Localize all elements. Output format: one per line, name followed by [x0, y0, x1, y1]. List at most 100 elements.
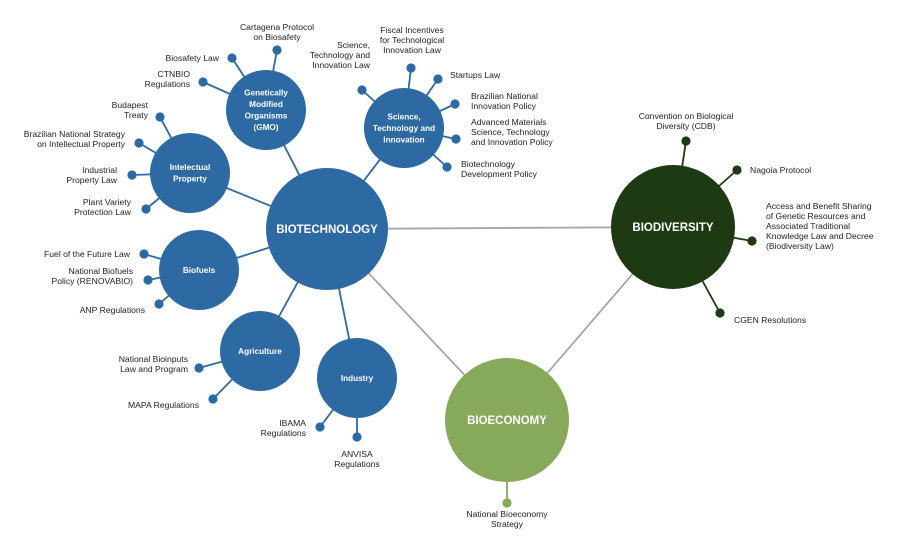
- hub-node-biotechnology[interactable]: [266, 168, 388, 290]
- item-label-convention-on-biological-diversity-cdb-line: Diversity (CDB): [656, 121, 715, 131]
- item-label-budapest-treaty-line: Budapest: [112, 100, 149, 110]
- item-dot-industrial-property-law[interactable]: [127, 170, 137, 180]
- item-dot-advanced-materials-science-technology-and-innovation-policy[interactable]: [451, 134, 461, 144]
- item-dot-national-biofuels-policy-renovabio[interactable]: [143, 275, 153, 285]
- item-label-access-and-benefit-sharing-of-genetic-resources-and-associated-traditional-knowledge-law-and-decree-biodiversity-law-line: (Biodiversity Law): [766, 241, 834, 251]
- item-dot-biotechnology-development-policy[interactable]: [442, 162, 452, 172]
- hub-label-biotechnology-line: BIOTECHNOLOGY: [276, 224, 378, 236]
- item-dot-nagoia-protocol[interactable]: [732, 165, 742, 175]
- item-dot-budapest-treaty[interactable]: [155, 112, 165, 122]
- item-label-nagoia-protocol: Nagoia Protocol: [750, 165, 811, 175]
- item-label-mapa-regulations: MAPA Regulations: [128, 400, 199, 410]
- branch-label-industry: Industry: [341, 374, 374, 383]
- item-dot-startups-law[interactable]: [433, 74, 443, 84]
- hub-node-bioeconomy[interactable]: [445, 358, 569, 482]
- item-label-national-bioeconomy-strategy-line: Strategy: [491, 519, 524, 529]
- branch-label-sti-line: Science,: [387, 112, 420, 121]
- item-label-national-biofuels-policy-renovabio-line: Policy (RENOVABIO): [52, 276, 134, 286]
- item-label-access-and-benefit-sharing-of-genetic-resources-and-associated-traditional-knowledge-law-and-decree-biodiversity-law-line: Access and Benefit Sharing: [766, 201, 872, 211]
- branch-node-industry[interactable]: [317, 338, 397, 418]
- item-dot-national-bioeconomy-strategy[interactable]: [502, 498, 512, 508]
- item-label-ctnbio-regulations-line: CTNBIO: [158, 69, 191, 79]
- item-label-biosafety-law-line: Biosafety Law: [165, 53, 219, 63]
- item-label-ibama-regulations-line: Regulations: [261, 428, 306, 438]
- item-label-cartagena-protocol-on-biosafety-line: on Biosafety: [253, 32, 301, 42]
- branch-label-biofuels: Biofuels: [183, 266, 216, 275]
- item-dot-plant-variety-protection-law[interactable]: [141, 204, 151, 214]
- item-label-convention-on-biological-diversity-cdb-line: Convention on Biological: [639, 111, 734, 121]
- branch-node-gmo[interactable]: [226, 70, 306, 150]
- item-label-advanced-materials-science-technology-and-innovation-policy-line: and Innovation Policy: [471, 137, 553, 147]
- hub-label-bioeconomy: BIOECONOMY: [467, 415, 547, 427]
- item-dot-access-and-benefit-sharing-of-genetic-resources-and-associated-traditional-knowledge-law-and-decree-biodiversity-law[interactable]: [747, 236, 757, 246]
- item-label-fiscal-incentives-for-technological-innovation-law-line: for Technological: [380, 35, 444, 45]
- item-dot-anp-regulations[interactable]: [154, 299, 164, 309]
- item-label-cgen-resolutions: CGEN Resolutions: [734, 315, 806, 325]
- branch-label-agriculture-line: Agriculture: [238, 347, 282, 356]
- branch-node-biofuels[interactable]: [159, 230, 239, 310]
- item-label-ctnbio-regulations-line: Regulations: [145, 79, 190, 89]
- item-dot-fuel-of-the-future-law[interactable]: [139, 249, 149, 259]
- item-label-advanced-materials-science-technology-and-innovation-policy-line: Advanced Materials: [471, 117, 546, 127]
- item-label-science-technology-and-innovation-law-line: Science,: [337, 40, 370, 50]
- item-dot-anvisa-regulations[interactable]: [352, 432, 362, 442]
- branch-label-gmo-line: Modified: [249, 100, 283, 109]
- item-dot-brazilian-national-innovation-policy[interactable]: [450, 99, 460, 109]
- branch-label-ip-line: Intelectual: [170, 163, 211, 172]
- item-dot-science-technology-and-innovation-law[interactable]: [357, 85, 367, 95]
- item-label-brazilian-national-strategy-on-intellectual-property-line: Brazilian National Strategy: [24, 129, 126, 139]
- item-dot-brazilian-national-strategy-on-intellectual-property[interactable]: [134, 138, 144, 148]
- item-label-access-and-benefit-sharing-of-genetic-resources-and-associated-traditional-knowledge-law-and-decree-biodiversity-law-line: of Genetic Resources and: [766, 211, 866, 221]
- item-label-brazilian-national-innovation-policy-line: Innovation Policy: [471, 101, 537, 111]
- branch-node-agriculture[interactable]: [220, 311, 300, 391]
- item-dot-ctnbio-regulations[interactable]: [198, 77, 208, 87]
- item-label-access-and-benefit-sharing-of-genetic-resources-and-associated-traditional-knowledge-law-and-decree-biodiversity-law-line: Associated Traditional: [766, 221, 850, 231]
- branch-label-sti-line: Innovation: [383, 135, 424, 144]
- branch-label-agriculture: Agriculture: [238, 347, 282, 356]
- item-label-startups-law: Startups Law: [450, 70, 501, 80]
- item-label-fuel-of-the-future-law-line: Fuel of the Future Law: [44, 249, 131, 259]
- item-dot-national-bioinputs-law-and-program[interactable]: [194, 363, 204, 373]
- item-label-cartagena-protocol-on-biosafety-line: Cartagena Protocol: [240, 22, 314, 32]
- item-label-budapest-treaty-line: Treaty: [124, 110, 149, 120]
- item-dot-ibama-regulations[interactable]: [315, 422, 325, 432]
- item-label-access-and-benefit-sharing-of-genetic-resources-and-associated-traditional-knowledge-law-and-decree-biodiversity-law-line: Knowledge Law and Decree: [766, 231, 874, 241]
- hub-label-bioeconomy-line: BIOECONOMY: [467, 415, 547, 427]
- item-label-biotechnology-development-policy-line: Biotechnology: [461, 159, 516, 169]
- item-dot-cartagena-protocol-on-biosafety[interactable]: [272, 45, 282, 55]
- item-dot-mapa-regulations[interactable]: [208, 394, 218, 404]
- item-label-brazilian-national-innovation-policy-line: Brazilian National: [471, 91, 538, 101]
- hub-node-biodiversity[interactable]: [611, 165, 735, 289]
- item-dot-biosafety-law[interactable]: [227, 53, 237, 63]
- item-label-nagoia-protocol-line: Nagoia Protocol: [750, 165, 811, 175]
- item-dot-fiscal-incentives-for-technological-innovation-law[interactable]: [406, 63, 416, 73]
- item-label-science-technology-and-innovation-law-line: Technology and: [310, 50, 370, 60]
- nodes-layer: [127, 45, 757, 508]
- item-dot-convention-on-biological-diversity-cdb[interactable]: [681, 136, 691, 146]
- branch-node-ip[interactable]: [150, 133, 230, 213]
- branch-node-sti[interactable]: [364, 88, 444, 168]
- item-dot-cgen-resolutions[interactable]: [715, 308, 725, 318]
- branch-label-industry-line: Industry: [341, 374, 374, 383]
- item-label-plant-variety-protection-law-line: Protection Law: [74, 207, 132, 217]
- branch-label-gmo-line: Genetically: [244, 89, 288, 98]
- item-label-ibama-regulations-line: IBAMA: [279, 418, 306, 428]
- item-label-industrial-property-law-line: Industrial: [82, 165, 117, 175]
- branch-label-gmo-line: Organisms: [245, 112, 288, 121]
